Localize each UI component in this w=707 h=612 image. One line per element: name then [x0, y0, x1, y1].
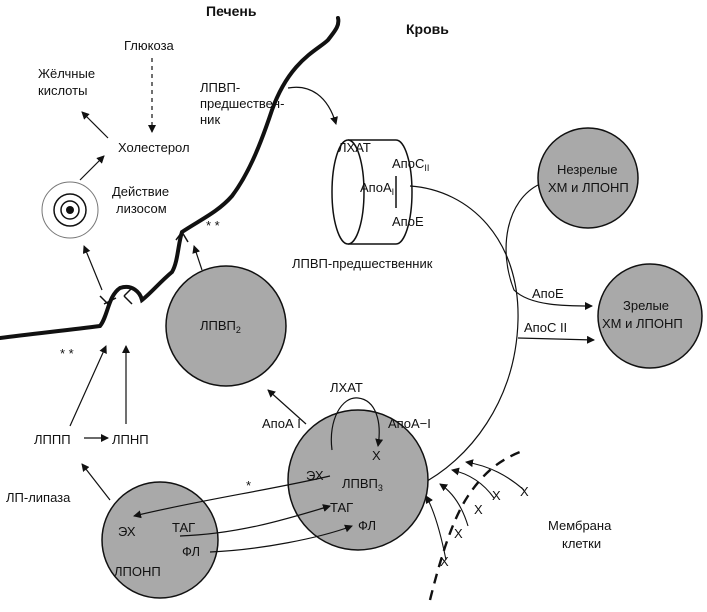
bile-acids-label-2: кислоты: [38, 83, 87, 98]
membrane-label-2: клетки: [562, 536, 601, 551]
disc-apoa-label: АпоАI: [360, 180, 394, 197]
precursor-label-1: ЛПВП-: [200, 80, 240, 95]
lpnp-label: ЛПНП: [112, 432, 149, 447]
immature-label-2: ХМ и ЛПОНП: [548, 180, 629, 195]
immature-to-mature-curve: [505, 183, 593, 310]
efflux-arrow: [439, 483, 469, 527]
hdl-precursor-disc: [331, 139, 413, 245]
disc-apoe-label: АпоЕ: [392, 214, 424, 229]
disc-caption: ЛПВП-предшественник: [292, 256, 433, 271]
disc-apoa-base: АпоА: [360, 180, 392, 195]
blood-header: Кровь: [406, 21, 449, 37]
efflux-arrow: [465, 459, 525, 491]
disc-apoc-base: АпоС: [392, 156, 424, 171]
hdl3-base: ЛПВП: [342, 476, 378, 491]
hdl3-sub: 3: [378, 483, 383, 493]
mature-particle: [597, 263, 703, 369]
lppp-to-receptor-arrow: [69, 345, 107, 427]
hdl3-eh-label: ЭХ: [306, 468, 324, 483]
lysosome-label-1: Действие: [112, 184, 169, 199]
tag-transfer-arrow: [179, 504, 331, 537]
membrane-x-marker: Х: [492, 488, 501, 503]
vldl-name-label: ЛПОНП: [114, 564, 161, 579]
star-single: *: [246, 478, 251, 493]
hdl3-lhat-label: ЛХАТ: [330, 380, 363, 395]
hdl3-apoa-left-label: АпоА I: [262, 416, 301, 431]
eh-transfer-arrow: [133, 475, 331, 519]
bile-acids-label-1: Жёлчные: [38, 66, 95, 81]
cholesterol-label: Холестерол: [118, 140, 190, 155]
immature-label-1: Незрелые: [557, 162, 617, 177]
stars-lower: * *: [60, 346, 74, 361]
efflux-arrow: [451, 467, 495, 499]
mature-label-1: Зрелые: [623, 298, 669, 313]
transfer-apoc2-label: АпоС II: [524, 320, 567, 335]
hdl3-particle: [287, 409, 429, 551]
hdl3-tag-label: ТАГ: [330, 500, 353, 515]
disc-apoa-sub: I: [392, 187, 395, 197]
cell-membrane-dashed: [428, 450, 521, 601]
hdl3-fl-label: ФЛ: [358, 518, 376, 533]
receptor-to-lysosome-arrow: [82, 245, 103, 291]
disc-apoc-sub: II: [424, 163, 429, 173]
membrane-x-marker: Х: [454, 526, 463, 541]
cholesterol-to-bile-arrow: [81, 111, 109, 139]
transfer-apoe-label: АпоЕ: [532, 286, 564, 301]
stars-upper: * *: [206, 218, 220, 233]
precursor-label-3: ник: [200, 112, 220, 127]
glucose-label: Глюкоза: [124, 38, 175, 53]
lysosome-to-cholesterol-arrow: [79, 155, 105, 181]
receptor-mark: [99, 295, 117, 305]
precursor-label-2: предшествен-: [200, 96, 284, 111]
disc-lhat-label: ЛХАТ: [338, 140, 371, 155]
vldl-to-lppp-arrow: [81, 463, 111, 501]
lipase-label: ЛП-липаза: [6, 490, 71, 505]
precursor-to-hdl3-curve: [409, 185, 519, 487]
liver-membrane-curve: [0, 16, 341, 340]
liver-header: Печень: [206, 3, 257, 19]
hdl2-label: ЛПВП2: [200, 318, 241, 335]
immature-particle: [537, 127, 639, 229]
receptor-mark: [175, 231, 189, 243]
fl-transfer-arrow: [209, 524, 353, 553]
hdl2-base: ЛПВП: [200, 318, 236, 333]
hdl3-x-label: Х: [372, 448, 381, 463]
hdl3-label: ЛПВП3: [342, 476, 383, 493]
hdl2-particle: [165, 265, 287, 387]
lysosome-label-2: лизосом: [116, 201, 167, 216]
disc-apoc-label: АпоСII: [392, 156, 429, 173]
membrane-label-1: Мембрана: [548, 518, 612, 533]
hdl3-apoa-right-label: АпоА−I: [388, 416, 431, 431]
membrane-x-marker: Х: [520, 484, 529, 499]
membrane-x-marker: Х: [474, 502, 483, 517]
vldl-tag-label: ТАГ: [172, 520, 195, 535]
lppp-label: ЛППП: [34, 432, 71, 447]
hdl3-to-hdl2-arrow: [267, 389, 307, 425]
liver-to-precursor-arrow: [287, 86, 338, 125]
mature-label-2: ХМ и ЛПОНП: [602, 316, 683, 331]
hdl2-sub: 2: [236, 325, 241, 335]
hdl2-to-liver-arrow: [192, 245, 203, 271]
apoc2-transfer-arrow: [517, 335, 595, 344]
vldl-particle: [101, 481, 219, 599]
vldl-fl-label: ФЛ: [182, 544, 200, 559]
lhat-loop-arrow: [330, 397, 384, 451]
lysosome-icon: [41, 181, 99, 239]
vldl-eh-label: ЭХ: [118, 524, 136, 539]
efflux-arrow: [425, 495, 447, 561]
receptor-mark: [123, 287, 133, 305]
membrane-x-marker: Х: [440, 554, 449, 569]
